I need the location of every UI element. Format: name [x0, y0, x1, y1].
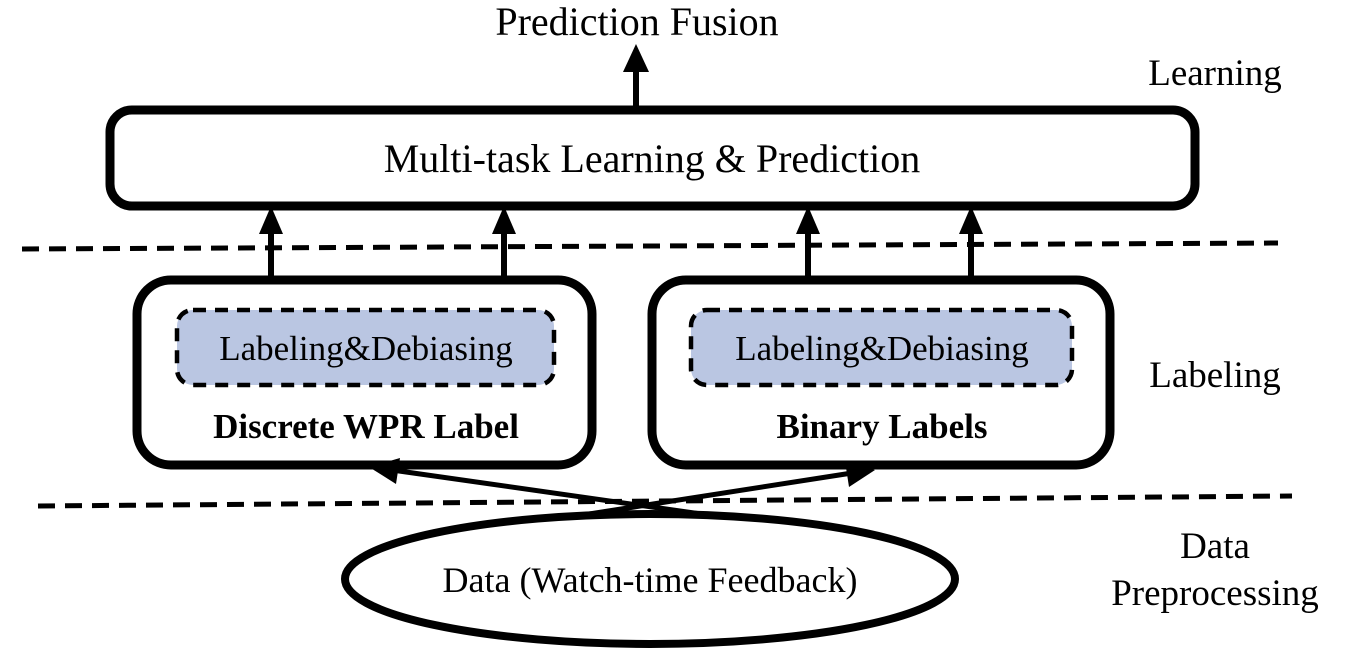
- multitask-learning-box-label: Multi-task Learning & Prediction: [384, 136, 921, 181]
- binary-labels-caption: Binary Labels: [776, 407, 987, 446]
- arrow-learning-to-fusion: [623, 44, 649, 112]
- labeling-debiasing-label-right: Labeling&Debiasing: [735, 329, 1029, 368]
- stage-label-learning: Learning: [1148, 53, 1282, 94]
- stage-label-labeling: Labeling: [1149, 355, 1281, 396]
- data-watch-time-feedback-node[interactable]: Data (Watch-time Feedback): [341, 510, 959, 648]
- prediction-fusion-title: Prediction Fusion: [495, 0, 778, 44]
- divider-learning-labeling: [21, 240, 1279, 252]
- discrete-wpr-label-caption: Discrete WPR Label: [213, 407, 519, 446]
- multitask-learning-box[interactable]: Multi-task Learning & Prediction: [105, 105, 1200, 211]
- stage-label-data: Data: [1180, 526, 1250, 567]
- labeling-debiasing-inner-box-left: [174, 307, 557, 388]
- arrow-binary-left-to-learning: [796, 206, 820, 278]
- discrete-wpr-label-box[interactable]: Labeling&Debiasing Discrete WPR Label: [132, 275, 597, 470]
- data-node-ellipse: [341, 510, 959, 648]
- stage-label-preprocessing: Preprocessing: [1111, 573, 1319, 614]
- arrow-binary-right-to-learning: [959, 206, 983, 278]
- arrow-wpr-left-to-learning: [259, 206, 283, 278]
- data-node-label: Data (Watch-time Feedback): [443, 560, 858, 600]
- arrow-wpr-right-to-learning: [492, 206, 516, 278]
- binary-labels-box[interactable]: Labeling&Debiasing Binary Labels: [647, 275, 1115, 470]
- labeling-debiasing-label-left: Labeling&Debiasing: [219, 329, 513, 368]
- labeling-debiasing-inner-box-right: [688, 307, 1075, 388]
- multitask-learning-box-rect: [105, 105, 1200, 211]
